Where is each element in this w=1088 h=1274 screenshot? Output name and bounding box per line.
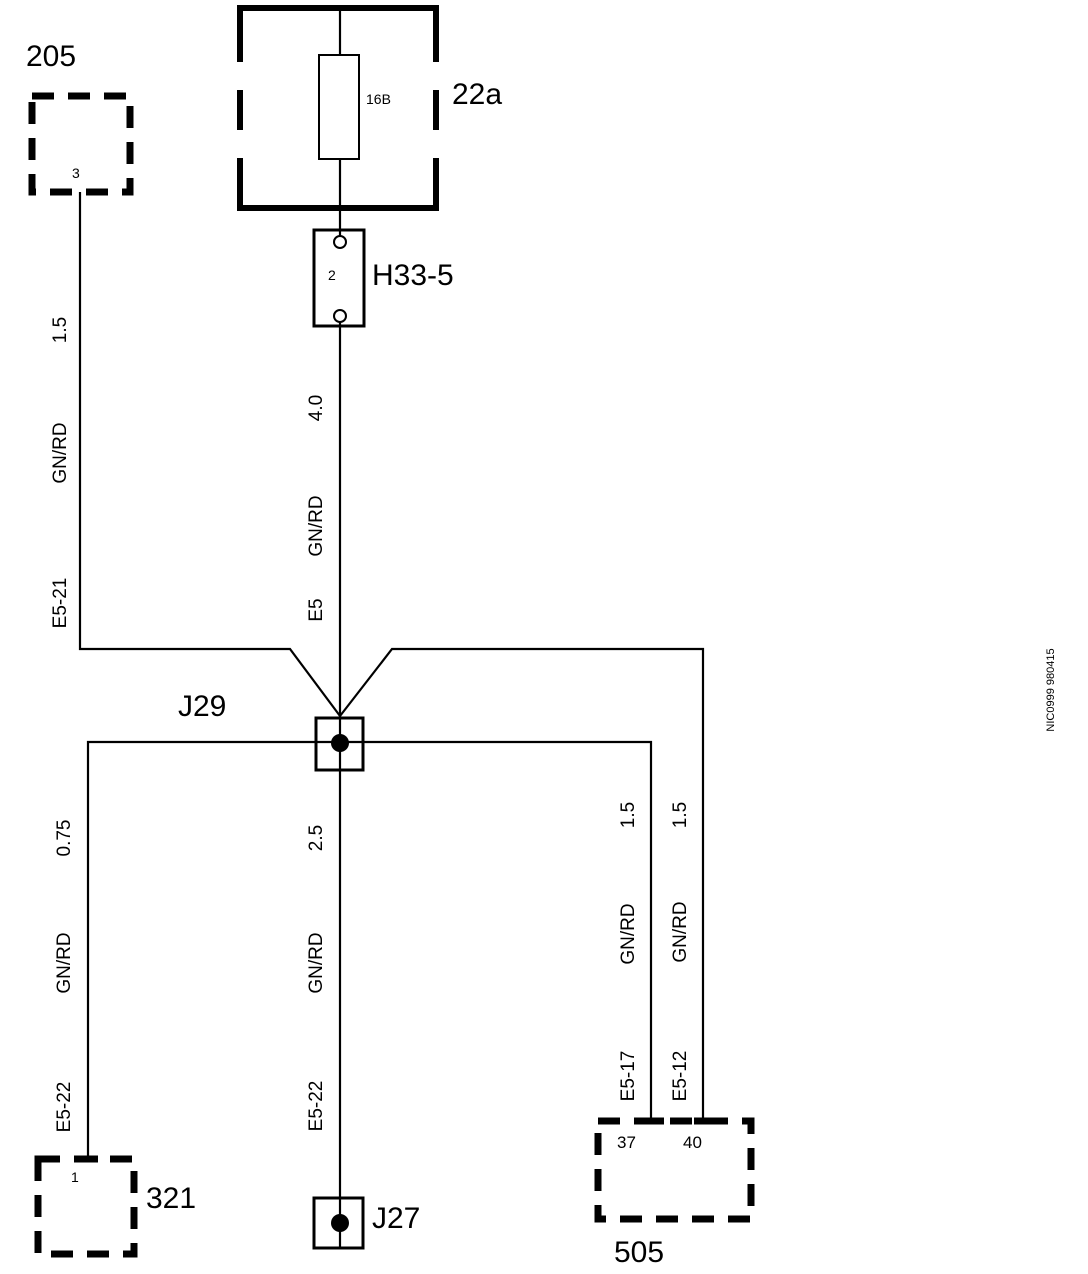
wire-505-40-size: 1.5 bbox=[670, 802, 691, 828]
figure-id: NIC0999 980415 bbox=[1045, 648, 1057, 731]
wire-505-40-color: GN/RD bbox=[670, 901, 691, 962]
wire-205-code: E5-21 bbox=[50, 578, 71, 629]
fuse-box-label: 22a bbox=[452, 78, 502, 111]
component-205-label: 205 bbox=[26, 40, 76, 73]
wire-j27-labels: 2.5 GN/RD E5-22 bbox=[306, 825, 327, 1132]
wire-321-color: GN/RD bbox=[54, 932, 75, 993]
wire-h33-color: GN/RD bbox=[306, 495, 327, 556]
wire-j27-size: 2.5 bbox=[306, 825, 327, 851]
wire-505-37-code: E5-17 bbox=[618, 1051, 639, 1102]
wire-205-labels: 1.5 GN/RD E5-21 bbox=[50, 317, 71, 629]
wires bbox=[78, 10, 705, 1198]
splice-j27: J27 bbox=[312, 1196, 420, 1250]
wire-h33-labels: 4.0 GN/RD E5 bbox=[306, 395, 327, 622]
connector-h33-5-pin: 2 bbox=[328, 267, 336, 283]
wire-j27-color: GN/RD bbox=[306, 932, 327, 993]
component-321: 1 321 bbox=[34, 1155, 196, 1258]
wire-h33-size: 4.0 bbox=[306, 395, 327, 421]
splice-j29-label: J29 bbox=[178, 690, 226, 723]
component-321-pin: 1 bbox=[71, 1169, 79, 1185]
wire-505-40-code: E5-12 bbox=[670, 1051, 691, 1102]
wire-505-40-labels: 1.5 GN/RD E5-12 bbox=[670, 802, 691, 1102]
wire-321-code: E5-22 bbox=[54, 1082, 75, 1133]
fuse-box-22a: 16B 22a bbox=[237, 5, 502, 211]
component-505: 37 40 505 bbox=[594, 1117, 755, 1269]
fuse-16b bbox=[318, 54, 360, 160]
component-321-label: 321 bbox=[146, 1182, 196, 1215]
connector-h33-5-label: H33-5 bbox=[372, 259, 454, 292]
component-205-pin: 3 bbox=[72, 165, 80, 181]
wire-205-color: GN/RD bbox=[50, 422, 71, 483]
splice-j27-label: J27 bbox=[372, 1202, 420, 1235]
component-505-pin-40: 40 bbox=[683, 1133, 702, 1152]
wire-321-size: 0.75 bbox=[54, 820, 75, 857]
fuse-rating: 16B bbox=[366, 91, 391, 107]
wire-205-size: 1.5 bbox=[50, 317, 71, 343]
wire-321-labels: 0.75 GN/RD E5-22 bbox=[54, 820, 75, 1133]
component-505-label: 505 bbox=[614, 1236, 664, 1269]
wire-h33-code: E5 bbox=[306, 598, 327, 621]
splice-j29: J29 bbox=[178, 690, 365, 772]
wire-505-37-labels: 1.5 GN/RD E5-17 bbox=[618, 802, 639, 1102]
component-505-pin-37: 37 bbox=[617, 1133, 636, 1152]
wire-j27-code: E5-22 bbox=[306, 1081, 327, 1132]
connector-h33-5: 2 H33-5 bbox=[312, 228, 454, 328]
wire-505-37-size: 1.5 bbox=[618, 802, 639, 828]
wire-505-37-color: GN/RD bbox=[618, 903, 639, 964]
component-205: 3 205 bbox=[26, 40, 134, 196]
